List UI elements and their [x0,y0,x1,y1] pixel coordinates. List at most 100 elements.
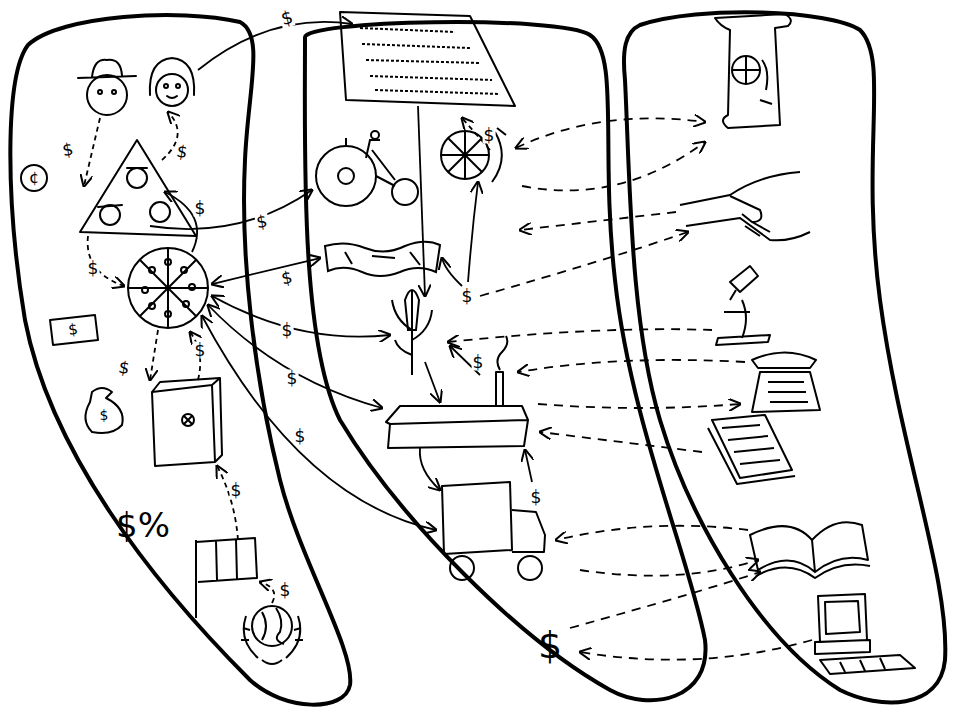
money-icons [241,616,303,664]
truck-icon [450,556,474,580]
pizza-icon [189,284,195,290]
information-flow-arrow [518,360,745,372]
patent-icon [732,56,760,84]
factory-icon [496,372,503,406]
money-sign: $ [194,200,207,217]
map-icon [345,252,420,265]
tractor-icon [346,138,395,186]
people-icons [87,75,127,115]
newspaper-icon [722,425,780,464]
field-icon [340,12,515,106]
people-icons [164,84,168,88]
money-flow-arrow [418,106,425,296]
factory-icon [386,406,528,448]
pizza-icon [128,248,208,328]
book-icon [750,522,870,578]
truck-icon [518,556,542,580]
people-icons [150,202,170,222]
money-sign: $ [286,370,299,387]
patent-icon [715,14,791,128]
money-flow-arrow [208,305,382,408]
money-sign: $ [87,260,100,277]
computer-icon [820,655,915,674]
money-icons [50,315,303,664]
money-sign: $ [537,626,563,664]
money-sign: $ [278,8,296,29]
information-flow-arrow [520,212,676,230]
information-flow-arrow [448,329,712,342]
money-flow-arrow [260,582,274,603]
sector-band [10,12,945,704]
pizza-icon [128,248,208,328]
money-icons [196,538,257,618]
patent-icon [732,56,760,84]
people-icons [21,165,47,191]
book-icon [756,565,870,579]
money-sign: $ [174,143,190,162]
people-icons [127,168,147,188]
field-icon [360,28,500,94]
sector-band [10,15,350,705]
money-flow-arrow [525,450,532,482]
people-icons [167,96,177,98]
pizza-icon [181,267,187,273]
pizza-icon [128,248,208,328]
money-sign: $ [472,354,485,371]
people-icons [112,90,116,94]
information-flow-arrow [480,232,688,296]
money-flow-arrow [150,330,158,380]
information-flow-arrow [556,526,748,540]
money-sign: $ [254,213,270,232]
banknote-sign: $ [66,322,80,338]
water-wheel-icon [441,128,506,182]
information-flow-arrow [538,404,740,408]
money-sign: $ [230,482,243,499]
money-bag-sign: $ [99,408,110,422]
pizza-icon [165,311,171,317]
interest-sign: $% [115,508,171,542]
people-icons [80,140,196,236]
telephone-icon [752,353,820,413]
truck-icon [442,482,545,580]
money-flow-arrow [468,182,478,282]
money-flow-arrow [212,296,390,337]
tractor-icon [392,179,418,205]
people-icons [78,60,136,78]
microscope-icon [716,266,770,345]
money-sign: $ [116,359,132,378]
patent-icon [715,14,791,128]
money-sign: $ [483,127,496,144]
information-flow-arrow [570,572,760,628]
microscope-icon [716,266,770,345]
people-icons [98,168,147,207]
money-icons [184,416,192,424]
money-flow-arrow [202,316,436,530]
tractor-icon [338,168,354,184]
information-flow-arrow [522,142,705,190]
money-icons [85,388,122,433]
money-flow-arrow [217,466,238,540]
newspaper-icon [708,415,795,484]
money-sign: $ [279,268,295,287]
money-sign: $ [461,288,474,305]
money-flow-arrow [420,448,440,490]
money-flow-arrow [165,192,197,252]
money-icons [152,378,222,466]
tractor-icon [371,131,379,139]
telephone-icon [752,353,820,413]
microscope-icon [724,290,750,312]
people-icons [176,84,180,88]
money-icons [262,608,284,644]
computer-icon [815,594,915,674]
people-icons [156,74,188,106]
money-sign: $ [294,428,307,445]
coin-sign: ¢ [28,170,40,186]
handshake-icon [680,172,810,240]
information-flow-arrow [540,432,702,452]
money-sign: $ [281,322,294,339]
money-flow-arrow [198,22,352,70]
pizza-icon [142,287,148,293]
information-flow-arrow [516,118,705,148]
